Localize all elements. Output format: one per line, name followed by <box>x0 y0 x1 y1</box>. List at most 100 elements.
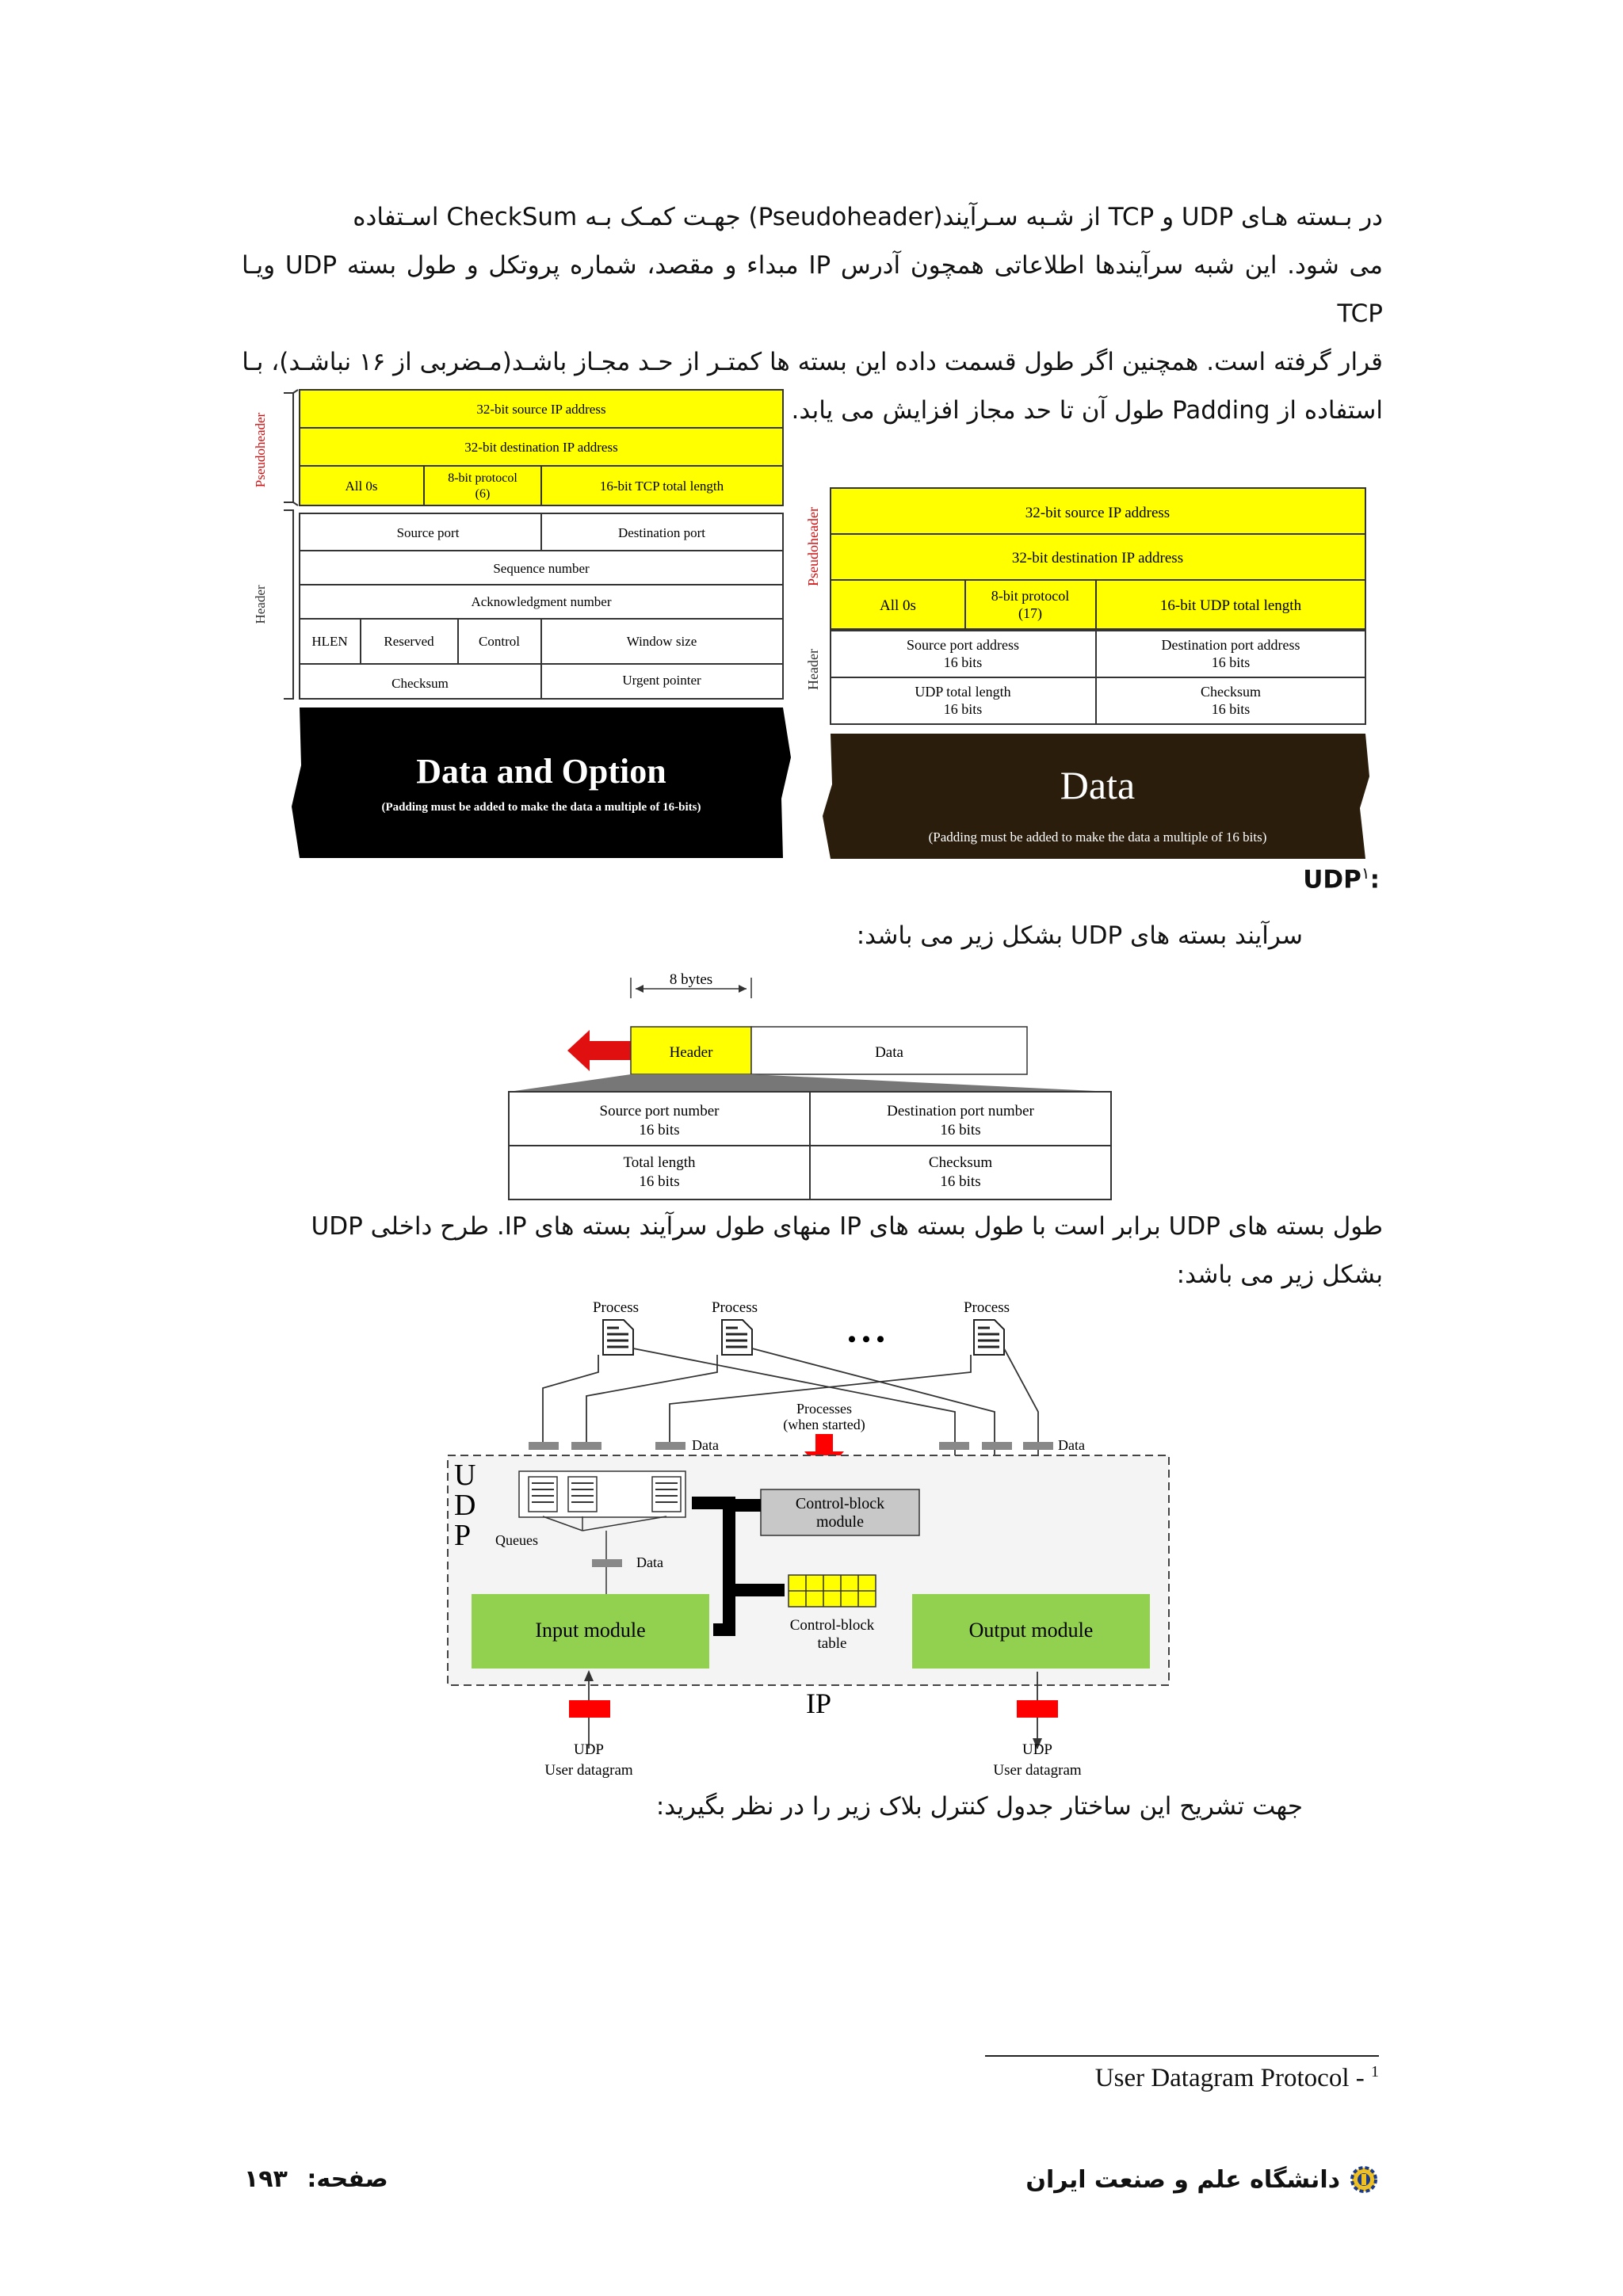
udp-dst-ip: 32-bit destination IP address <box>1012 550 1183 566</box>
tcp-src-port: Source port <box>397 525 460 540</box>
footnote-divider <box>985 2055 1379 2057</box>
input-module-label: Input module <box>535 1619 645 1642</box>
intro-line-3: قرار گرفته است. همچنین اگر طول قسمت داده… <box>242 338 1383 387</box>
header-dst-bits: 16 bits <box>940 1122 980 1138</box>
footer-university: دانشگاه علم و صنعت ایران <box>1025 2164 1380 2195</box>
intro-line-1: در بـسته هـای UDP و TCP از شـبه سـرآیند(… <box>242 193 1383 242</box>
tcp-dst-port: Destination port <box>618 525 705 540</box>
closing-line: جهت تشریح این ساختار جدول کنترل بلاک زیر… <box>656 1792 1303 1821</box>
document-icon <box>603 1320 633 1355</box>
red-arrow-icon <box>567 1030 631 1071</box>
page-number-value: ۱۹۳ <box>244 2165 288 2193</box>
process-1: Process <box>593 1299 639 1355</box>
udp-boundary-d: D <box>454 1489 475 1522</box>
document-icon <box>722 1320 752 1355</box>
header-checksum: Checksum <box>929 1154 992 1171</box>
control-block-table-line2: table <box>818 1635 847 1652</box>
udp-dst-bits: 16 bits <box>1212 654 1251 670</box>
tcp-pseudoheader-figure: Pseudoheader Header 32-bit source IP add… <box>252 387 795 862</box>
udp-all0: All 0s <box>880 597 916 614</box>
udp-checksum: Checksum <box>1201 684 1261 700</box>
header-checksum-bits: 16 bits <box>940 1173 980 1190</box>
udp-proto: 8-bit protocol <box>991 588 1069 604</box>
tcp-checksum: Checksum <box>391 676 449 691</box>
udp-datagram-right-line2: User datagram <box>993 1762 1082 1779</box>
udp-checksum-bits: 16 bits <box>1212 701 1251 717</box>
university-name: دانشگاه علم و صنعت ایران <box>1025 2166 1340 2194</box>
header-bytes-label: 8 bytes <box>670 971 712 988</box>
udp-total-len: UDP total length <box>915 684 1010 700</box>
tcp-ack: Acknowledgment number <box>471 594 611 609</box>
footnote: User Datagram Protocol - 1 <box>1095 2063 1379 2093</box>
udp-side-pseudoheader: Pseudoheader <box>805 507 821 586</box>
data-label-right: Data <box>1058 1437 1085 1453</box>
tcp-urgent: Urgent pointer <box>622 673 701 688</box>
page-label: صفحه: <box>307 2165 388 2193</box>
header-block-label: Header <box>670 1044 714 1061</box>
tcp-data-note: (Padding must be added to make the data … <box>382 801 701 814</box>
udp-side-header: Header <box>805 649 821 690</box>
udp-src-ip: 32-bit source IP address <box>1025 505 1170 521</box>
intro-line-2: می شود. این شبه سرآیندها اطلاعاتی همچون … <box>242 242 1383 338</box>
udp-heading-footnote-ref: ۱ <box>1361 864 1370 883</box>
tcp-side-pseudoheader: Pseudoheader <box>253 412 268 487</box>
header-src-port: Source port number <box>600 1103 720 1119</box>
udp-len: 16-bit UDP total length <box>1160 597 1302 614</box>
length-paragraph: طول بسته های UDP برابر است با طول بسته ه… <box>242 1203 1383 1299</box>
udp-src-bits: 16 bits <box>944 654 983 670</box>
footnote-number: 1 <box>1371 2063 1379 2081</box>
data-label-mid: Data <box>636 1554 663 1570</box>
tcp-seq: Sequence number <box>493 561 590 576</box>
tcp-side-header: Header <box>253 585 268 624</box>
udp-header-format-figure: 8 bytes Header Data Source port number 1… <box>501 967 1119 1204</box>
tcp-proto: 8-bit protocol <box>448 471 517 485</box>
udp-proto-val: (17) <box>1018 605 1042 622</box>
document-icon <box>974 1320 1004 1355</box>
when-started-label: (when started) <box>783 1417 865 1433</box>
udp-section-heading: :UDP۱ <box>1303 864 1380 894</box>
ip-label: IP <box>806 1688 831 1719</box>
data-label-left: Data <box>692 1437 719 1453</box>
page-number: صفحه: ۱۹۳ <box>244 2165 388 2193</box>
tcp-data-title: Data and Option <box>416 752 666 791</box>
length-line-2: بشکل زیر می باشد: <box>242 1251 1383 1299</box>
udp-data-title: Data <box>1060 763 1135 807</box>
control-block-module-line1: Control-block <box>796 1495 884 1512</box>
tcp-window: Window size <box>627 634 697 649</box>
data-block-label: Data <box>875 1044 903 1061</box>
udp-src-port: Source port address <box>907 637 1019 653</box>
tcp-reserved: Reserved <box>384 634 434 649</box>
tcp-proto-val: (6) <box>475 487 491 501</box>
header-dst-port: Destination port number <box>887 1103 1034 1119</box>
more-processes-dots: • • • <box>848 1326 885 1352</box>
process-1-label: Process <box>593 1299 639 1316</box>
udp-pseudoheader-figure: Pseudoheader Header 32-bit source IP add… <box>799 483 1381 862</box>
output-module-label: Output module <box>969 1619 1094 1642</box>
process-2-label: Process <box>712 1299 758 1316</box>
header-src-bits: 16 bits <box>639 1122 679 1138</box>
length-line-1: طول بسته های UDP برابر است با طول بسته ه… <box>242 1203 1383 1251</box>
udp-boundary-u: U <box>454 1459 475 1492</box>
process-2: Process <box>712 1299 758 1355</box>
udp-datagram-left-line2: User datagram <box>544 1762 633 1779</box>
udp-module-figure: Process Process • • • Process Data Data … <box>440 1293 1185 1788</box>
university-logo-icon <box>1348 2164 1380 2195</box>
udp-heading-text: UDP <box>1303 865 1361 894</box>
queues-label: Queues <box>495 1532 538 1548</box>
footnote-text: User Datagram Protocol - <box>1095 2064 1371 2092</box>
header-total-bits: 16 bits <box>639 1173 679 1190</box>
udp-datagram-left-line1: UDP <box>574 1741 604 1758</box>
control-block-table-line1: Control-block <box>790 1617 875 1634</box>
tcp-hlen: HLEN <box>311 634 347 649</box>
process-3: Process <box>964 1299 1010 1355</box>
tcp-control: Control <box>479 634 520 649</box>
udp-datagram-right-line1: UDP <box>1022 1741 1052 1758</box>
udp-data-note: (Padding must be added to make the data … <box>929 830 1267 845</box>
tcp-all0: All 0s <box>345 479 377 494</box>
tcp-src-ip: 32-bit source IP address <box>476 402 605 417</box>
tcp-dst-ip: 32-bit destination IP address <box>464 440 617 455</box>
tcp-len: 16-bit TCP total length <box>600 479 724 494</box>
udp-dst-port: Destination port address <box>1162 637 1300 653</box>
control-block-module-line2: module <box>816 1513 864 1531</box>
header-total-length: Total length <box>623 1154 696 1171</box>
